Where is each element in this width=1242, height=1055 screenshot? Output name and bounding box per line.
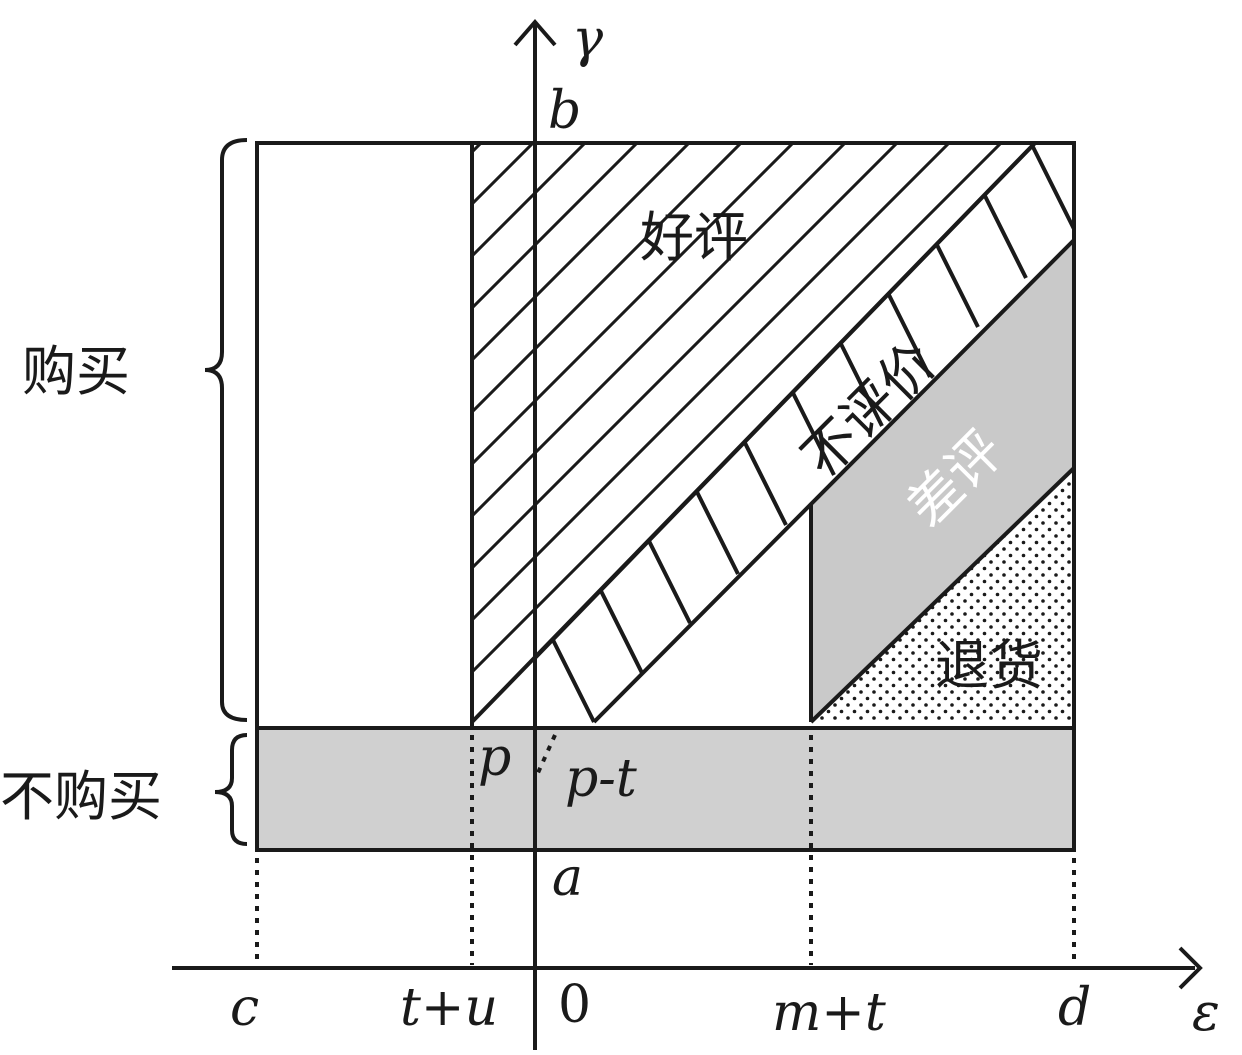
boundary-good-lower [533, 141, 1037, 660]
x-axis-arrow [1178, 946, 1203, 990]
boundary-noreview-lower [592, 238, 1076, 724]
y-axis-arrow [513, 18, 557, 47]
tick-zero: 0 [558, 975, 591, 1035]
region-good-review-label: 好评 [640, 206, 748, 269]
buy-brace [204, 138, 248, 722]
no-review-region [535, 143, 1074, 722]
tick-m-plus-t: m+t [772, 983, 886, 1043]
tick-a: a [552, 848, 583, 908]
tick-p-minus-t: p-t [565, 749, 637, 809]
boundary-return [809, 466, 1076, 724]
y-axis-symbol: γ [572, 9, 604, 69]
buy-region-outline [255, 141, 1076, 730]
tick-p: p [478, 728, 511, 788]
no-review-ticks [551, 146, 1076, 723]
group-not-buy-label: 不购买 [0, 765, 162, 828]
tick-t-plus-u: t+u [400, 978, 498, 1038]
tick-b: b [548, 81, 581, 141]
region-return-label: 退货 [935, 634, 1043, 697]
tick-c: c [230, 978, 259, 1038]
group-buy-label: 购买 [22, 340, 130, 403]
bad-review-region [811, 240, 1074, 722]
x-axis-symbol: ε [1192, 983, 1220, 1043]
not-buy-region [255, 726, 1076, 852]
tick-d: d [1058, 978, 1091, 1038]
drop-lines [255, 734, 1076, 965]
not-buy-brace [214, 733, 248, 846]
